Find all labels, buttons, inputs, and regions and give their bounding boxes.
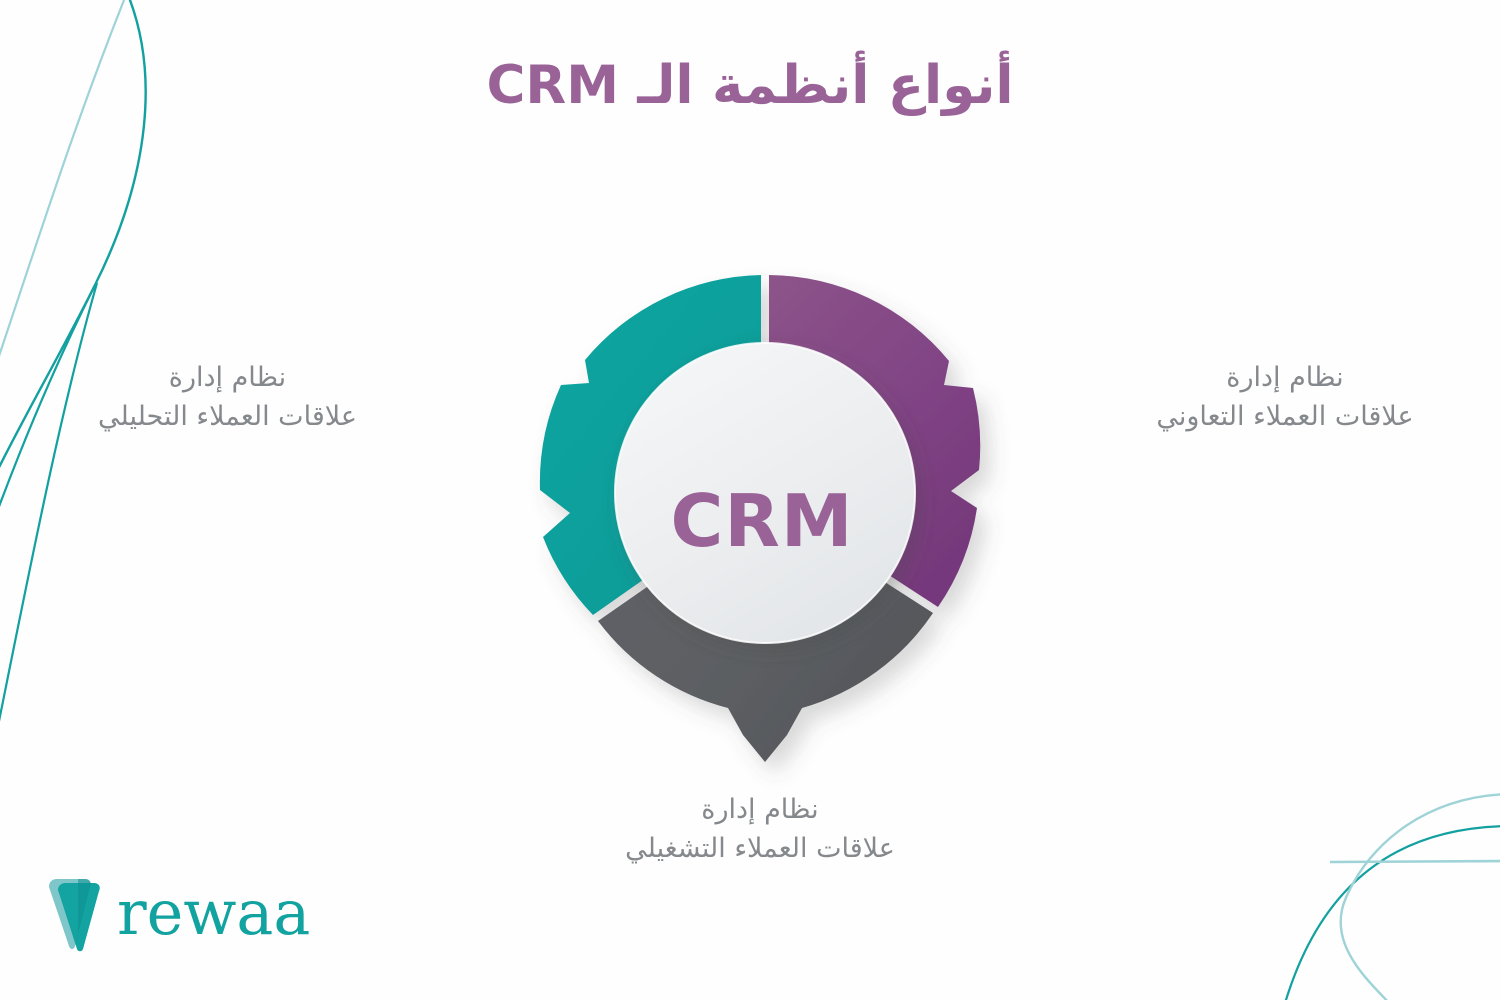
decor-arc-bottom-right-light [1339, 793, 1500, 1000]
rewaa-wordmark: rewaa [117, 875, 311, 949]
center-disc-rim [614, 342, 916, 644]
label-analytical-crm: نظام إدارة علاقات العملاء التحليلي [98, 362, 357, 433]
decor-curve-left-dark-mid [0, 284, 96, 508]
decor-arc-bottom-right-dark [1284, 825, 1500, 1000]
center-disc [615, 343, 915, 643]
page-title: أنواع أنظمة الـ CRM [486, 55, 1014, 116]
crm-types-diagram: CRM [515, 265, 1015, 785]
rewaa-droplet-mark [49, 879, 100, 952]
label-collaborative-crm: نظام إدارة علاقات العملاء التعاوني [1156, 362, 1414, 433]
rewaa-logo[interactable]: rewaa [45, 876, 310, 952]
decor-line-bottom-right [1329, 859, 1500, 864]
label-operational-crm: نظام إدارة علاقات العملاء التشغيلي [625, 794, 895, 865]
droplet-accent [75, 879, 91, 946]
